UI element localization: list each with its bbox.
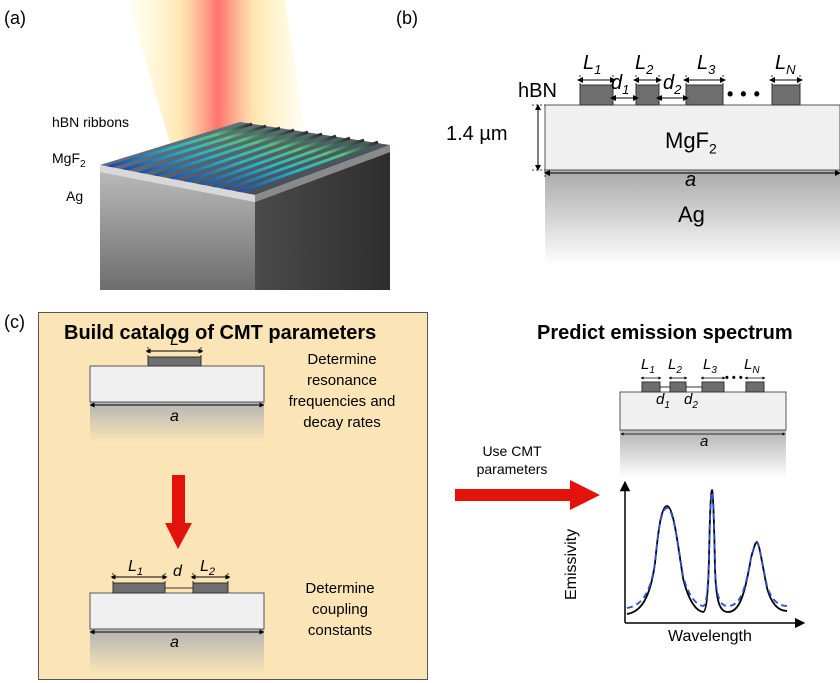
thickness-label: 1.4 µm	[446, 123, 508, 145]
ellipsis-b: • • •	[727, 84, 761, 104]
ag-block-front	[100, 172, 255, 290]
ribbon-label-b-n: LN	[775, 52, 796, 77]
ag-label-b: Ag	[678, 202, 705, 227]
ribbon-b-2	[635, 84, 660, 106]
panel-label-c: (c)	[4, 312, 25, 332]
mgf2-label-b: MgF2	[665, 128, 717, 157]
pair-gap-label: d	[173, 563, 182, 580]
cmt-right-arrow	[455, 480, 600, 510]
plot-xlabel: Wavelength	[668, 628, 752, 645]
predict-ribbon-label-n: LN	[744, 356, 760, 376]
pair-label-1: L1	[128, 558, 144, 579]
single-period-label: a	[170, 408, 179, 425]
gap-label-b-2: d2	[663, 72, 682, 97]
predict-ribbon-label-3: L3	[703, 356, 717, 376]
ribbon-label-b-2: L2	[635, 52, 654, 77]
pair-ribbon-1	[112, 582, 166, 594]
emissivity-curve-solid	[626, 489, 788, 615]
ribbon-b-3	[685, 84, 724, 106]
emissivity-plot	[619, 480, 806, 629]
period-label-b: a	[685, 169, 697, 191]
ag-layer-b	[545, 170, 840, 265]
predict-ribbon-label-2: L2	[668, 356, 682, 376]
block-top-face	[100, 122, 390, 195]
panel-b-schematic	[532, 75, 840, 265]
predict-ellipsis: • • •	[725, 372, 743, 384]
pair-ribbon-2	[192, 582, 229, 594]
ribbons-label: hBN ribbons	[52, 114, 130, 130]
resonance-text: Determine resonance frequencies and deca…	[288, 351, 396, 431]
predict-gap-label-1: d1	[656, 391, 670, 411]
cmt-arrow-text: Use CMT parameters	[476, 443, 548, 477]
ribbon-b-n	[771, 84, 801, 106]
mgf2-slab-front	[100, 165, 255, 202]
predict-schematic	[619, 376, 787, 478]
pair-substrate	[89, 592, 265, 630]
mgf2-label-a: MgF2	[52, 150, 86, 170]
single-ribbon-label: L	[170, 332, 179, 349]
gap-label-b-1: d1	[611, 72, 630, 97]
hbn-label-b: hBN	[518, 80, 557, 102]
ag-label-a: Ag	[66, 188, 84, 204]
predict-ribbon-label-1: L1	[641, 356, 655, 376]
ribbon-b-1	[579, 84, 614, 106]
predict-gap-label-2: d2	[684, 391, 698, 411]
predict-period-label: a	[700, 433, 709, 450]
plot-ylabel: Emissivity	[563, 528, 580, 600]
panel-label-a: (a)	[4, 8, 26, 28]
pair-period-label: a	[170, 634, 179, 651]
panel-label-b: (b)	[396, 8, 418, 28]
coupling-text: Determine coupling constants	[305, 580, 375, 639]
ribbon-label-b-1: L1	[583, 52, 602, 77]
ag-block-side	[255, 152, 390, 290]
single-substrate	[89, 365, 265, 403]
catalog-schematics	[89, 347, 265, 674]
pair-label-2: L2	[200, 558, 216, 579]
predict-title: Predict emission spectrum	[537, 322, 793, 344]
emissivity-curve-dashed	[626, 491, 788, 609]
ribbon-label-b-3: L3	[697, 52, 716, 77]
hbn-ribbons	[107, 122, 379, 196]
catalog-down-arrow	[172, 475, 185, 523]
catalog-title: Build catalog of CMT parameters	[64, 322, 377, 344]
panel-a-illustration	[100, 0, 390, 290]
single-ribbon	[147, 356, 202, 367]
